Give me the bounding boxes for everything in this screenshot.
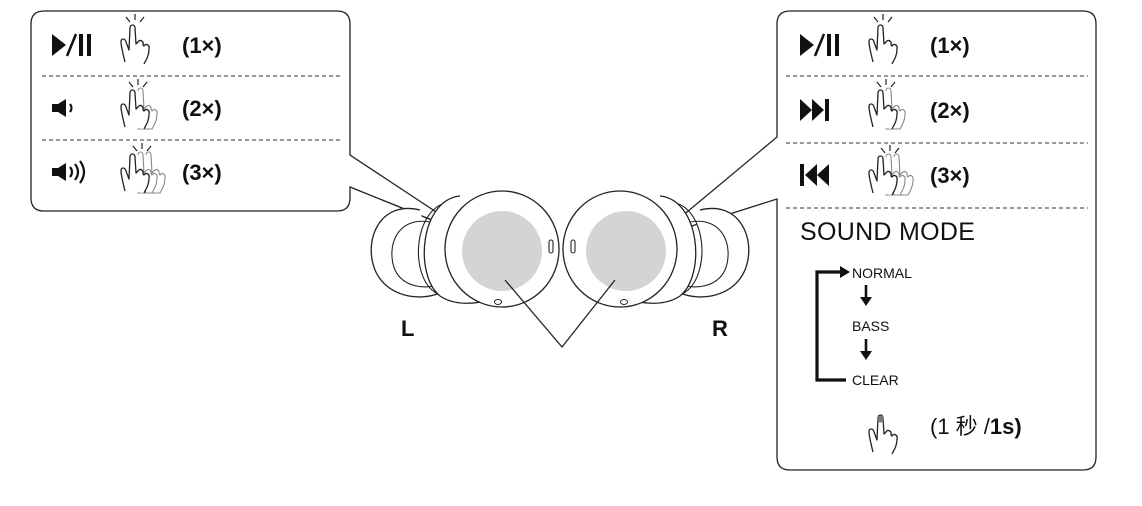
finger-hold-icon [868, 414, 898, 455]
tap-count-label: (2×) [182, 96, 222, 121]
previous-track-icon [800, 164, 829, 186]
hold-duration-suffix: ) [1014, 414, 1022, 439]
volume-up-icon [52, 160, 86, 184]
play-pause-icon [800, 33, 839, 57]
next-track-icon [800, 99, 829, 121]
sound-mode-bass: BASS [852, 318, 890, 334]
sound-mode-cycle-arrows [815, 266, 872, 382]
right-touch-sensor [586, 211, 666, 291]
volume-down-icon [52, 99, 73, 117]
left-touch-sensor [462, 211, 542, 291]
tap-count-label: (1×) [182, 33, 222, 58]
tap-count-label: (3×) [930, 163, 970, 188]
play-pause-icon [52, 33, 91, 57]
right-callout-box [656, 10, 1097, 471]
tap-count-label: (3×) [182, 160, 222, 185]
left-callout-box [30, 10, 475, 238]
sound-mode-title: SOUND MODE [800, 218, 976, 246]
sound-mode-normal: NORMAL [852, 265, 912, 281]
hold-duration-seconds: 1s [989, 414, 1015, 439]
hold-duration-label: (1 秒 /1s) [930, 416, 1022, 438]
tap-count-label: (1×) [930, 33, 970, 58]
right-earbud [562, 190, 750, 308]
right-earbud-label: R [712, 316, 728, 341]
sound-mode-clear: CLEAR [852, 372, 899, 388]
left-earbud-label: L [401, 316, 415, 341]
hold-duration-prefix: (1 秒 / [930, 414, 990, 439]
sensor-pointer-lines [504, 279, 616, 349]
tap-count-label: (2×) [930, 98, 970, 123]
left-earbud [370, 190, 560, 308]
